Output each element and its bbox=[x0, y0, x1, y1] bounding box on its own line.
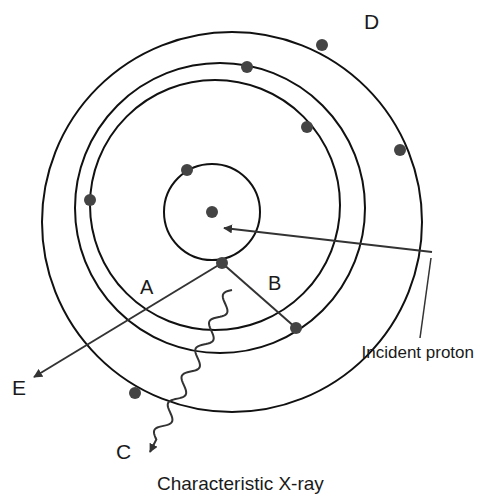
l-shell bbox=[90, 80, 340, 330]
proton-path bbox=[224, 228, 432, 252]
caption-label: Characteristic X-ray bbox=[157, 474, 324, 495]
electron bbox=[241, 61, 253, 73]
leader-line bbox=[420, 258, 431, 338]
x-ray-wave bbox=[150, 290, 232, 452]
electron bbox=[394, 144, 406, 156]
electron bbox=[129, 387, 141, 399]
particle-label: Incident proton bbox=[362, 344, 474, 363]
electron bbox=[316, 39, 328, 51]
callout-letter: A bbox=[140, 276, 153, 298]
electron bbox=[216, 257, 228, 269]
nucleus bbox=[206, 206, 218, 218]
m-shell bbox=[75, 63, 365, 353]
shell-label: D bbox=[364, 10, 379, 33]
callout-letter: B bbox=[268, 272, 281, 294]
electron bbox=[84, 194, 96, 206]
electron bbox=[301, 121, 313, 133]
electron bbox=[181, 164, 193, 176]
electron bbox=[290, 322, 302, 334]
ejected-electron-path bbox=[34, 263, 222, 377]
k-shell bbox=[164, 164, 260, 260]
electron-transition bbox=[222, 263, 296, 328]
callout-letter: C bbox=[116, 440, 131, 463]
callout-letter: E bbox=[12, 376, 26, 399]
